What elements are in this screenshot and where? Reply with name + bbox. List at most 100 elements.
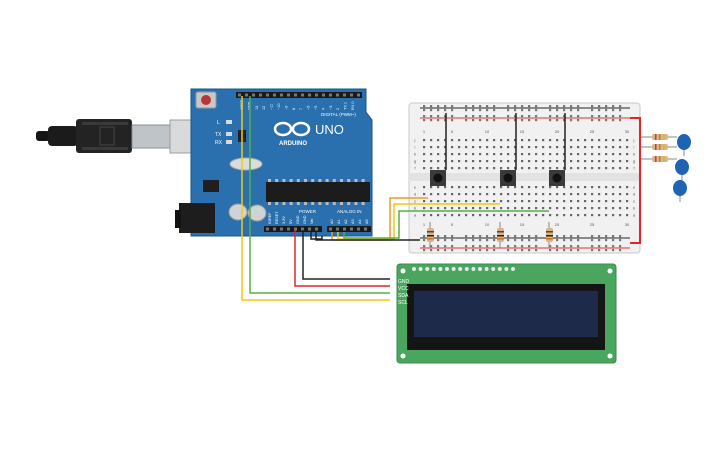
row-letter: g: [414, 159, 416, 164]
column-number: 20: [555, 222, 560, 227]
pin-label: 3.3V: [282, 216, 286, 224]
breadboard-jumpers: [445, 113, 566, 170]
pulldown-resistor-1[interactable]: [427, 222, 434, 248]
header-pin[interactable]: [343, 93, 346, 97]
header-pin[interactable]: [315, 93, 318, 97]
header-pin[interactable]: [273, 227, 276, 231]
header-pin[interactable]: [308, 227, 311, 231]
header-pin[interactable]: [350, 93, 353, 97]
pin-label: ~3: [329, 106, 333, 110]
lcd-screen: [414, 291, 598, 337]
column-number: 30: [625, 129, 630, 134]
wire-yellow-button[interactable]: [337, 203, 500, 240]
header-pin[interactable]: [259, 93, 262, 97]
pulldown-resistor-3[interactable]: [546, 222, 553, 248]
header-pin[interactable]: [287, 93, 290, 97]
header-pin[interactable]: [266, 93, 269, 97]
column-number: 1: [423, 222, 426, 227]
pin-label: A1: [337, 219, 341, 224]
header-pin[interactable]: [301, 93, 304, 97]
header-pin[interactable]: [308, 93, 311, 97]
header-pin[interactable]: [336, 227, 339, 231]
pushbutton-3[interactable]: [549, 170, 565, 186]
pin-label: A5: [365, 219, 369, 224]
header-pin[interactable]: [343, 227, 346, 231]
usb-cable[interactable]: [36, 119, 197, 154]
ceramic-capacitors[interactable]: [673, 134, 691, 202]
led-label-tx: TX: [215, 132, 222, 138]
column-number: 20: [555, 129, 560, 134]
wire-black-gnd[interactable]: [302, 230, 390, 280]
pin-label: RESET: [275, 211, 279, 224]
header-pin[interactable]: [287, 227, 290, 231]
power-header[interactable]: [264, 226, 322, 232]
header-pin[interactable]: [245, 93, 248, 97]
row-letter: h: [633, 152, 635, 157]
pin-label: A4: [358, 219, 362, 224]
header-pin[interactable]: [336, 93, 339, 97]
uno-logo-text: UNO: [315, 122, 344, 137]
pin-label: 5V: [289, 219, 293, 224]
arduino-uno-board[interactable]: L TX RX UNO ARDUINO DIGITAL (PWM~) POWER…: [175, 88, 373, 237]
pin-label: 8: [292, 108, 296, 110]
wire-yellow-scl[interactable]: [241, 96, 390, 301]
header-pin[interactable]: [294, 93, 297, 97]
header-pin[interactable]: [357, 227, 360, 231]
loose-resistors[interactable]: [641, 134, 677, 162]
row-letter: j: [633, 138, 635, 143]
row-letter: a: [414, 213, 417, 218]
header-pin[interactable]: [350, 227, 353, 231]
analog-header[interactable]: [327, 226, 371, 232]
header-pin[interactable]: [252, 93, 255, 97]
column-number: 25: [590, 222, 595, 227]
lcd-pin-scl: SCL: [398, 300, 408, 306]
header-pin[interactable]: [280, 93, 283, 97]
header-pin[interactable]: [266, 227, 269, 231]
lcd-i2c-module[interactable]: GND VCC SDA SCL: [396, 263, 617, 364]
header-pin[interactable]: [294, 227, 297, 231]
pin-label: ~11: [270, 104, 274, 110]
column-number: 25: [590, 129, 595, 134]
header-pin[interactable]: [301, 227, 304, 231]
pin-label: 4: [321, 108, 325, 110]
pin-label: Vin: [310, 219, 314, 224]
pin-label: 7: [299, 108, 303, 110]
pushbutton-2[interactable]: [500, 170, 516, 186]
header-pin[interactable]: [364, 227, 367, 231]
power-section-label: POWER: [299, 209, 317, 214]
header-pin[interactable]: [273, 93, 276, 97]
header-pin[interactable]: [322, 93, 325, 97]
pin-label: GND: [303, 215, 307, 224]
header-pin[interactable]: [280, 227, 283, 231]
column-number: 5: [451, 222, 454, 227]
wire-rail-power[interactable]: [630, 117, 641, 244]
digital-header[interactable]: [236, 92, 362, 98]
led-label-l: L: [217, 120, 220, 126]
header-pin[interactable]: [315, 227, 318, 231]
lcd-pin-sda: SDA: [398, 293, 409, 299]
breadboard-holes: [423, 105, 629, 252]
atmega-chip: [266, 182, 370, 202]
pushbutton-1[interactable]: [430, 170, 446, 186]
pin-label: GND: [296, 215, 300, 224]
row-letter: b: [633, 206, 636, 211]
column-number: 1: [423, 129, 426, 134]
header-pin[interactable]: [238, 93, 241, 97]
header-pin[interactable]: [329, 227, 332, 231]
row-letter: g: [633, 159, 635, 164]
wire-green-button[interactable]: [343, 210, 549, 239]
wire-green-sda[interactable]: [249, 96, 390, 294]
header-pin[interactable]: [329, 93, 332, 97]
power-jack[interactable]: [179, 203, 215, 233]
wire-red-vcc[interactable]: [294, 230, 390, 287]
reset-button[interactable]: [201, 95, 211, 105]
header-pin[interactable]: [357, 93, 360, 97]
row-letter: i: [415, 145, 416, 150]
pulldown-resistor-2[interactable]: [497, 222, 504, 248]
arduino-brand-text: ARDUINO: [279, 141, 307, 147]
lcd-pin-gnd: GND: [398, 279, 410, 285]
lcd-top-pins: [412, 267, 515, 271]
